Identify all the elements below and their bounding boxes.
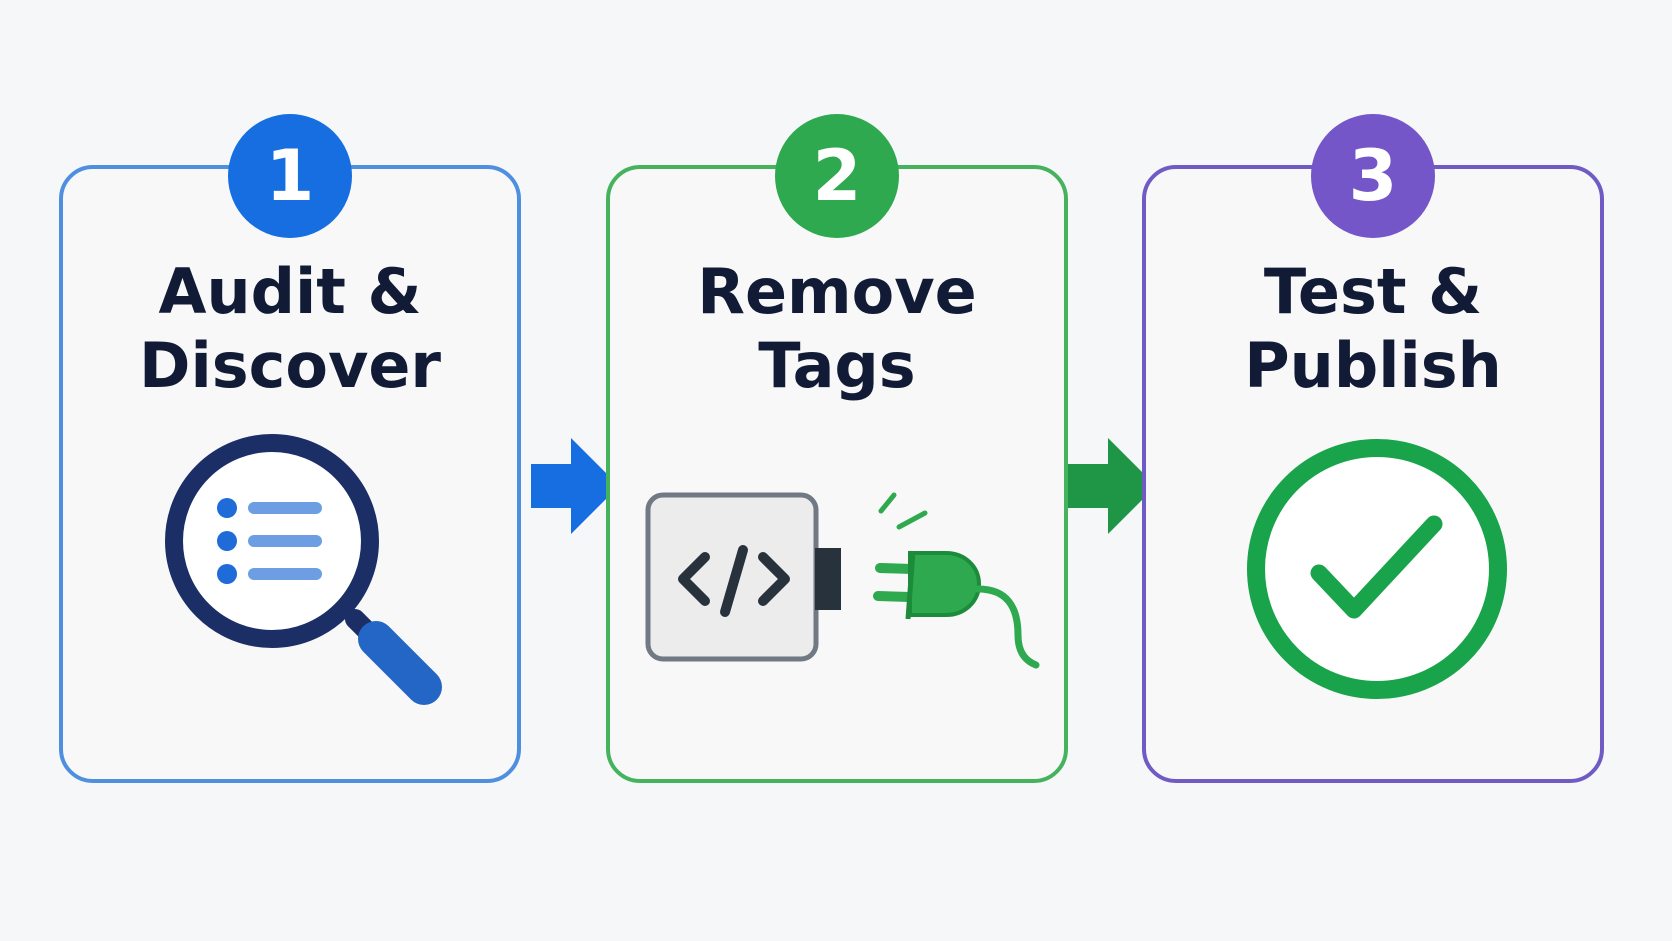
checkmark-circle-icon (1247, 439, 1507, 699)
code-unplug-icon (645, 492, 1040, 669)
step-title-line-1: Audit & (158, 255, 422, 328)
step-title-line-2: Publish (1244, 329, 1502, 402)
magnifying-glass-list-icon (165, 434, 442, 705)
step-card-audit-discover: 1 Audit & Discover (59, 114, 521, 783)
step-card-remove-tags: 2 Remove Tags (606, 114, 1068, 783)
step-title: Remove Tags (626, 255, 1048, 403)
step-title: Audit & Discover (79, 255, 501, 403)
step-number-badge: 2 (775, 114, 899, 238)
arrow-right-icon (531, 438, 619, 534)
step-title-line-2: Tags (758, 329, 916, 402)
step-title: Test & Publish (1162, 255, 1584, 403)
step-title-line-1: Remove (697, 255, 977, 328)
step-number-badge: 3 (1311, 114, 1435, 238)
step-number-badge: 1 (228, 114, 352, 238)
step-card-test-publish: 3 Test & Publish (1142, 114, 1604, 783)
step-title-line-1: Test & (1263, 255, 1483, 328)
arrow-right-icon (1068, 438, 1156, 534)
step-title-line-2: Discover (138, 329, 441, 402)
